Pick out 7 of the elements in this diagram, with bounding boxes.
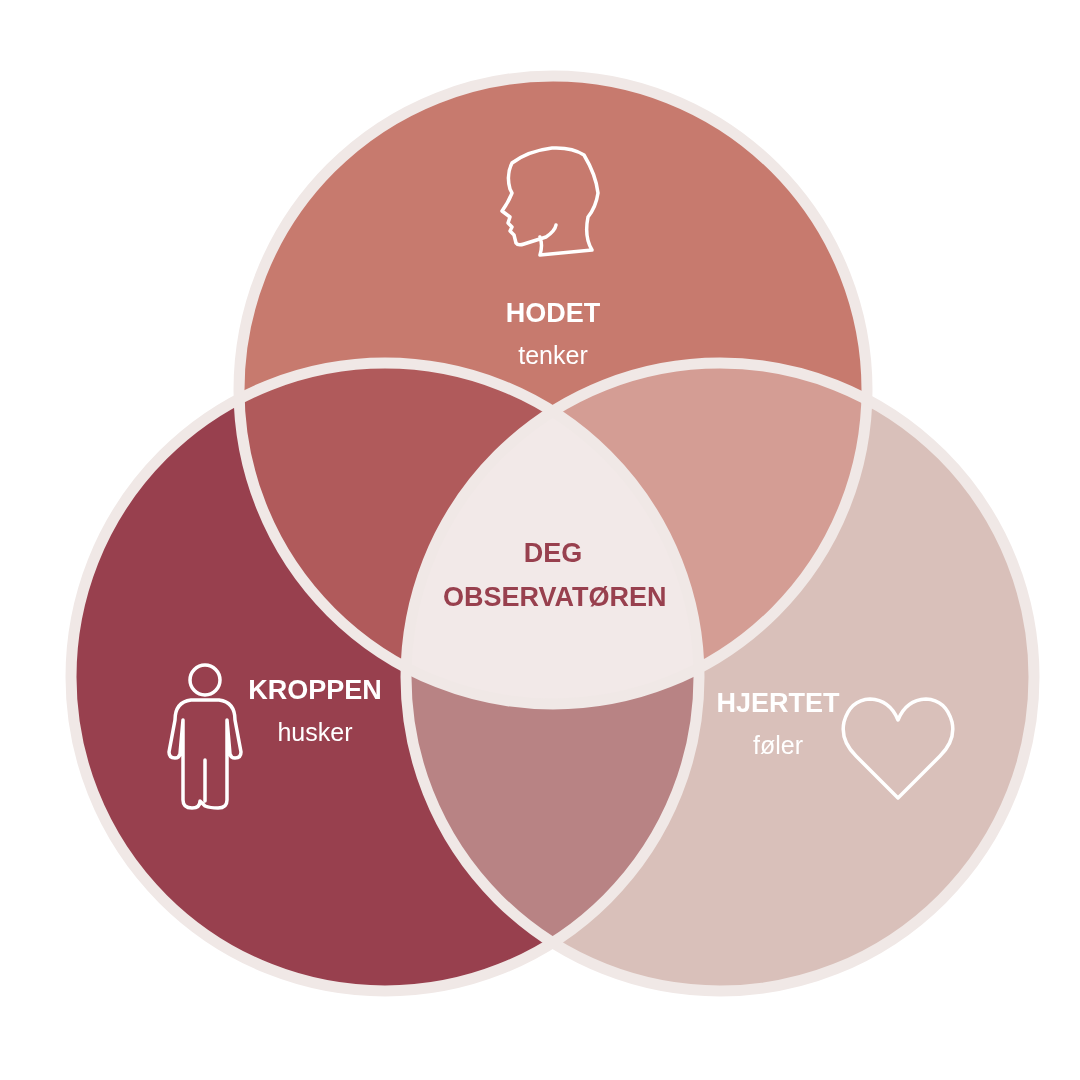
circle-title: HODET bbox=[505, 297, 601, 330]
circle-title: HJERTET bbox=[716, 687, 840, 720]
circle-subtitle: tenker bbox=[518, 340, 588, 371]
circle-subtitle: føler bbox=[753, 730, 803, 761]
circle-title: KROPPEN bbox=[248, 674, 382, 707]
circle-subtitle: husker bbox=[277, 717, 353, 748]
center-label: DEG OBSERVATØREN bbox=[443, 531, 663, 619]
